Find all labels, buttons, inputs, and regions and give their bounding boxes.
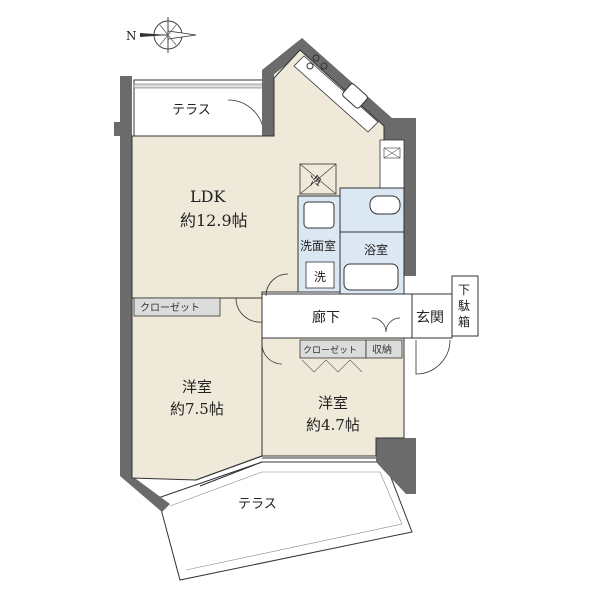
western1-name: 洋室 — [182, 378, 212, 396]
ldk-size: 約12.9帖 — [180, 211, 248, 230]
fridge: 冷 — [299, 163, 337, 195]
entrance-label: 玄関 — [416, 309, 444, 326]
bath-label: 浴室 — [364, 242, 388, 257]
washroom-label: 洗面室 — [300, 238, 336, 253]
shoe-box-label-3: 箱 — [458, 314, 470, 329]
closet-2-label: クローゼット — [303, 344, 357, 356]
svg-text:クローゼット: クローゼット — [140, 302, 200, 314]
north-label: N — [126, 29, 137, 43]
storage-box — [365, 339, 403, 359]
terrace-top-label: テラス — [172, 103, 211, 118]
ldk-name: LDK — [190, 187, 226, 206]
kitchen-cabinet — [379, 139, 405, 189]
stove-burner — [306, 62, 314, 70]
washer-label: 洗 — [314, 270, 326, 284]
terrace-bottom-label: テラス — [238, 497, 277, 512]
storage-label: 収納 — [372, 343, 392, 356]
shoe-box-label-1: 下 — [458, 283, 470, 297]
stove-burner — [312, 54, 320, 62]
room-western-1: クローゼット 洋室 約7.5帖 — [131, 297, 263, 481]
stove-burner — [320, 62, 328, 70]
room-western-2: クローゼット 収納 洋室 約4.7帖 — [261, 337, 405, 457]
western2-name: 洋室 — [318, 394, 348, 412]
bathtub — [343, 263, 399, 291]
kitchen-sink — [342, 83, 368, 109]
compass: N — [126, 17, 197, 53]
entrance: 玄関 下 駄 箱 — [411, 275, 479, 375]
washroom: 洗面室 洗 — [297, 195, 341, 293]
hall-label: 廊下 — [312, 309, 340, 326]
bathroom: 浴室 — [339, 231, 405, 295]
western1-size: 約7.5帖 — [170, 400, 224, 418]
fridge-label: 冷 — [310, 174, 322, 188]
shoe-box — [451, 275, 479, 337]
washer-area — [305, 261, 335, 289]
western2-size: 約4.7帖 — [306, 416, 360, 434]
terrace-top: テラス — [133, 79, 265, 137]
terrace-bottom: テラス — [157, 461, 413, 581]
toilet — [369, 195, 401, 215]
hall: 廊下 — [261, 273, 413, 339]
toilet-room — [339, 187, 405, 233]
wash-basin — [303, 201, 335, 229]
outer-walls — [114, 38, 416, 512]
kitchen-counter — [293, 54, 379, 133]
shoe-box-label-2: 駄 — [458, 298, 470, 313]
window-sliders — [195, 455, 376, 487]
